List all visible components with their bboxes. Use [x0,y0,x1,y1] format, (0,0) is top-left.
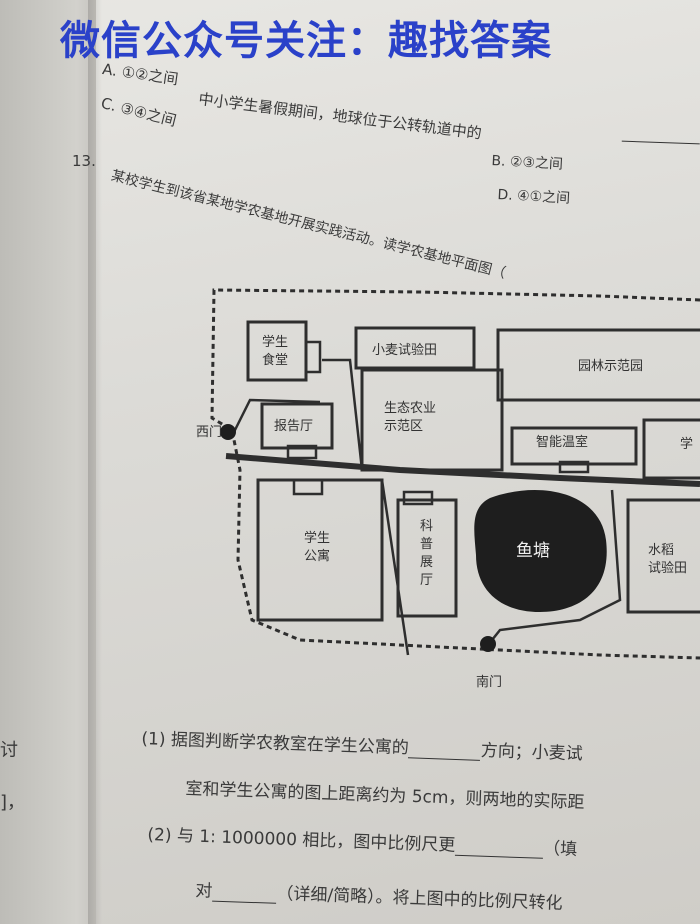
sub2-line2-text-a: 对 [195,880,213,902]
map-canteen-door [304,340,322,374]
label-dorm-1: 学生 [304,530,330,546]
connector-road-3 [380,479,410,656]
connector-road-1 [322,358,364,471]
map-rice-field [626,498,700,614]
map-science-hall [396,498,458,618]
sub1-line1-text-b: 方向；小麦试 [480,740,584,765]
sub2-detail-blank [212,884,277,904]
label-eco-agri-1: 生态农业 [384,401,436,416]
label-dorm-2: 公寓 [304,548,330,564]
label-science-1: 科 [420,519,433,534]
map-report-hall [260,402,334,450]
left-margin-char-2: ]， [0,792,26,813]
map-smart-greenhouse [510,426,638,466]
label-smart-greenhouse: 智能温室 [536,434,588,450]
map-boundary [210,288,700,660]
label-rice-2: 试验田 [648,560,687,576]
connector-road-2 [232,398,321,433]
q13-number: 13. [72,152,96,170]
sub1-direction-blank [408,741,481,761]
label-report-hall: 报告厅 [274,419,313,434]
label-eco-agri-2: 示范区 [384,419,423,434]
label-south-gate: 南门 [476,674,502,690]
map-science-hall-door [402,490,434,506]
label-science-2: 普 [420,537,433,552]
left-page-strip [0,0,96,924]
map-garden-demo [496,328,700,402]
map-greenhouse-door [558,460,590,474]
label-rice-1: 水稻 [648,543,674,558]
watermark-text: 微信公众号关注：趣找答案 [60,18,552,64]
map-dorm-door [292,478,324,496]
south-gate-marker [480,636,496,652]
sub2-scale-blank [454,838,544,859]
label-fish-pond: 鱼塘 [516,541,550,561]
sub2-line1-text-b: （填 [542,838,578,860]
label-garden-demo: 园林示范园 [578,359,643,374]
west-gate-marker [220,424,236,440]
map-fish-pond [474,490,607,612]
label-science-3: 展 [420,555,433,570]
label-right-building: 学 [680,436,693,452]
label-science-4: 厅 [420,573,433,588]
label-canteen-2: 食堂 [262,352,288,368]
pond-path [487,489,622,646]
map-eco-agri [360,368,504,472]
page-fold-shadow [88,0,102,924]
label-wheat-field: 小麦试验田 [372,342,437,358]
map-report-hall-door [286,444,318,460]
main-road [225,453,700,487]
label-canteen-1: 学生 [262,334,288,350]
map-canteen [246,320,308,382]
label-west-gate: 西门 [196,425,222,440]
left-margin-char-1: 讨 [0,740,18,761]
map-wheat-field [354,326,476,370]
map-right-building [642,418,700,480]
